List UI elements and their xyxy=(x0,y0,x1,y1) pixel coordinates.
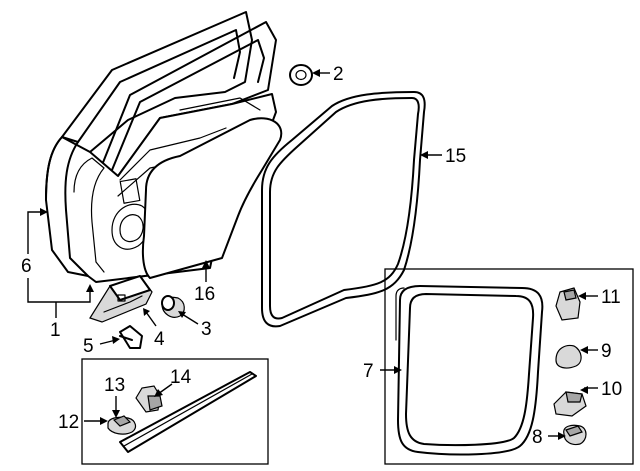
callout-16: 16 xyxy=(194,284,215,305)
callout-7: 7 xyxy=(363,361,374,382)
arrow-7 xyxy=(394,366,402,374)
grommet-part xyxy=(289,64,313,86)
bolt-part xyxy=(119,325,143,349)
check-bracket-part xyxy=(89,275,153,323)
arrow-4 xyxy=(143,308,150,316)
leader-3 xyxy=(181,313,199,325)
watershield-part xyxy=(141,117,283,279)
clip-9-part xyxy=(555,344,582,369)
callout-9: 9 xyxy=(601,341,612,362)
moulding-kit-box xyxy=(81,358,269,465)
arrow-10 xyxy=(580,386,588,394)
arrowheads xyxy=(40,69,588,440)
clip-8-part xyxy=(563,424,587,446)
callout-10: 10 xyxy=(601,379,622,400)
callout-8: 8 xyxy=(532,427,543,448)
callout-15: 15 xyxy=(445,146,466,167)
callout-2: 2 xyxy=(333,64,344,85)
arrow-3 xyxy=(178,311,186,318)
weatherstrip-kit-box xyxy=(384,268,634,465)
callout-3: 3 xyxy=(201,319,212,340)
callout-5: 5 xyxy=(83,336,94,357)
arrow-13 xyxy=(112,410,120,418)
callout-4: 4 xyxy=(154,329,165,350)
bumper-part xyxy=(161,295,185,318)
arrow-11 xyxy=(578,292,586,300)
clip-14-part xyxy=(135,385,163,413)
callout-11: 11 xyxy=(601,287,621,308)
arrow-9 xyxy=(580,346,588,354)
leader-6b xyxy=(27,278,91,303)
callout-14: 14 xyxy=(170,367,192,388)
arrow-8 xyxy=(558,432,566,440)
leader-6 xyxy=(27,211,42,254)
arrow-12 xyxy=(100,417,108,425)
callout-6: 6 xyxy=(21,256,32,277)
arrow-15 xyxy=(420,151,428,159)
arrow-14 xyxy=(154,389,163,397)
clip-11-part xyxy=(555,287,581,321)
clip-13-part xyxy=(107,415,137,435)
door-weatherstrip-part xyxy=(395,285,544,456)
callout-1: 1 xyxy=(50,320,61,341)
clip-10-part xyxy=(553,391,587,417)
callout-13: 13 xyxy=(104,375,125,396)
callout-labels: 1 2 3 4 5 6 7 8 9 10 11 12 13 14 15 16 xyxy=(21,64,622,448)
callout-12: 12 xyxy=(58,412,79,433)
leader-4 xyxy=(145,311,157,327)
arrow-1 xyxy=(86,284,94,292)
arrow-6 xyxy=(40,208,48,216)
arrow-2 xyxy=(312,69,320,77)
belt-moulding-part xyxy=(119,371,257,453)
arrow-16 xyxy=(202,260,210,268)
weatherstrip-part xyxy=(261,91,426,328)
arrow-5 xyxy=(112,336,120,344)
